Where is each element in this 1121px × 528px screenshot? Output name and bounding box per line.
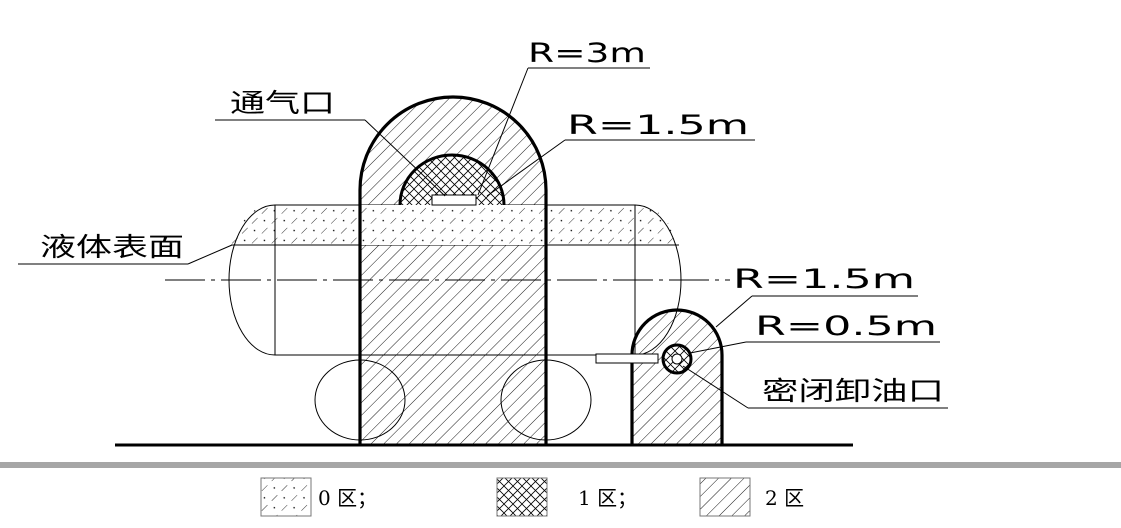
leader-r1-5m-top bbox=[486, 139, 566, 197]
legend: 0 区； 1 区； 2 区 bbox=[260, 477, 804, 517]
legend-divider bbox=[0, 462, 1121, 468]
big-zone-2-area bbox=[358, 95, 548, 445]
label-r1-5m-right: R=1.5m bbox=[733, 264, 915, 295]
unloading-pipe bbox=[595, 353, 659, 364]
label-r3m: R=3m bbox=[528, 38, 646, 69]
leader-sealed-unloading bbox=[682, 365, 749, 409]
unloading-port bbox=[671, 353, 683, 365]
leader-r3m bbox=[477, 67, 529, 196]
legend-text-zone-2: 2 区 bbox=[765, 486, 804, 510]
legend-text-zone-0: 0 区； bbox=[318, 486, 377, 510]
vent-nozzle bbox=[431, 194, 477, 206]
label-sealed-unloading: 密闭卸油口 bbox=[762, 377, 944, 407]
legend-swatch-zone-1 bbox=[496, 477, 548, 517]
label-vent: 通气口 bbox=[230, 89, 335, 119]
vent-zone-1-dome bbox=[398, 153, 506, 206]
label-r1-5m-top: R=1.5m bbox=[567, 110, 749, 141]
leader-r0-5m bbox=[689, 341, 747, 354]
legend-swatch-zone-0 bbox=[260, 477, 312, 517]
leader-r1-5m-right bbox=[715, 295, 753, 328]
legend-text-zone-1: 1 区； bbox=[578, 486, 637, 510]
label-r0-5m: R=0.5m bbox=[755, 311, 937, 342]
label-liquid-surface: 液体表面 bbox=[40, 233, 184, 263]
unloading-zone-2-area bbox=[595, 308, 724, 445]
legend-swatch-zone-2 bbox=[699, 477, 751, 517]
